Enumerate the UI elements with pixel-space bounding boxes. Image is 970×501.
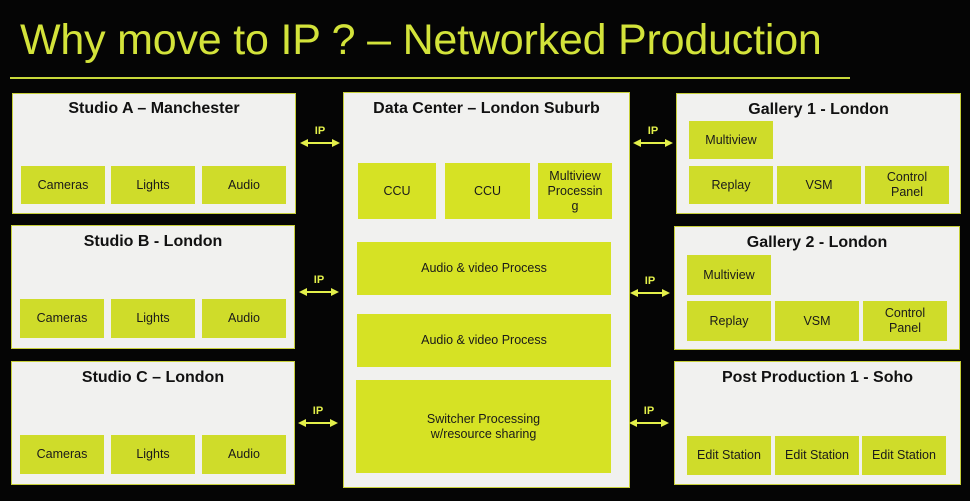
edit-station-block: Edit Station (775, 436, 859, 475)
ccu-block: CCU (358, 163, 436, 219)
ip-link-studio-b: IP (299, 274, 339, 300)
audio-block: Audio (202, 299, 286, 338)
studio-b-panel: Studio B - London Cameras Lights Audio (11, 225, 295, 349)
double-arrow-icon (629, 419, 669, 427)
vsm-block: VSM (777, 166, 861, 204)
ip-link-gallery-1: IP (633, 125, 673, 151)
ip-label: IP (647, 125, 659, 137)
ip-label: IP (314, 125, 326, 137)
ip-link-studio-a: IP (300, 125, 340, 151)
slide-title: Why move to IP ? – Networked Production (20, 16, 822, 64)
panel-title: Post Production 1 - Soho (721, 369, 914, 386)
panel-title: Gallery 2 - London (746, 234, 888, 251)
edit-station-block: Edit Station (862, 436, 946, 475)
ip-label: IP (313, 274, 325, 286)
ip-link-post-production: IP (629, 405, 669, 431)
ip-label: IP (643, 405, 655, 417)
vsm-block: VSM (775, 301, 859, 341)
post-production-panel: Post Production 1 - Soho Edit Station Ed… (674, 361, 961, 485)
double-arrow-icon (299, 288, 339, 296)
multiview-block: Multiview (687, 255, 771, 295)
control-panel-block: Control Panel (865, 166, 949, 204)
panel-title: Studio C – London (81, 369, 225, 386)
ip-label: IP (644, 275, 656, 287)
panel-title: Gallery 1 - London (748, 101, 889, 118)
double-arrow-icon (633, 139, 673, 147)
panel-title: Data Center – London Suburb (373, 100, 600, 117)
studio-c-panel: Studio C – London Cameras Lights Audio (11, 361, 295, 485)
double-arrow-icon (630, 289, 670, 297)
lights-block: Lights (111, 435, 195, 474)
ccu-block: CCU (445, 163, 530, 219)
data-center-panel: Data Center – London Suburb CCU CCU Mult… (343, 92, 630, 488)
cameras-block: Cameras (20, 299, 104, 338)
lights-block: Lights (111, 166, 195, 204)
cameras-block: Cameras (21, 166, 105, 204)
multiview-processing-block: Multiview Processin g (538, 163, 612, 219)
control-panel-block: Control Panel (863, 301, 947, 341)
double-arrow-icon (300, 139, 340, 147)
studio-a-panel: Studio A – Manchester Cameras Lights Aud… (12, 93, 296, 214)
audio-video-process-block: Audio & video Process (357, 314, 611, 367)
gallery-1-panel: Gallery 1 - London Multiview Replay VSM … (676, 93, 961, 214)
gallery-2-panel: Gallery 2 - London Multiview Replay VSM … (674, 226, 960, 350)
audio-block: Audio (202, 435, 286, 474)
ip-label: IP (312, 405, 324, 417)
edit-station-block: Edit Station (687, 436, 771, 475)
replay-block: Replay (687, 301, 771, 341)
panel-title: Studio A – Manchester (68, 100, 240, 117)
replay-block: Replay (689, 166, 773, 204)
audio-video-process-block: Audio & video Process (357, 242, 611, 295)
lights-block: Lights (111, 299, 195, 338)
multiview-block: Multiview (689, 121, 773, 159)
panel-title: Studio B - London (83, 233, 223, 250)
ip-link-studio-c: IP (298, 405, 338, 431)
double-arrow-icon (298, 419, 338, 427)
audio-block: Audio (202, 166, 286, 204)
title-underline (10, 77, 850, 79)
ip-link-gallery-2: IP (630, 275, 670, 301)
switcher-processing-block: Switcher Processing w/resource sharing (356, 380, 611, 473)
cameras-block: Cameras (20, 435, 104, 474)
